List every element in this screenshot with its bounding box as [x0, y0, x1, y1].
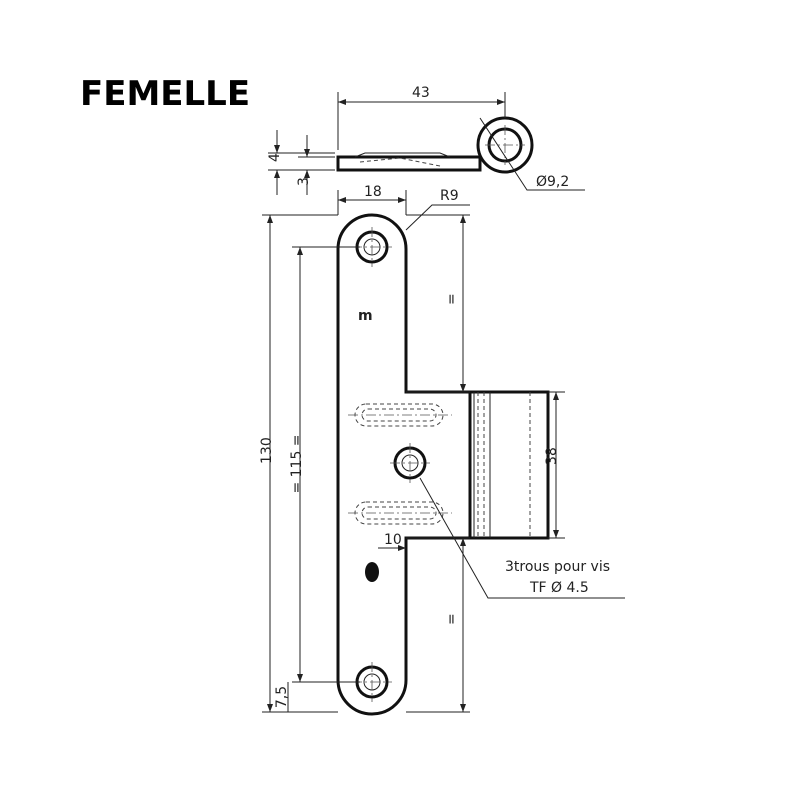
dimension-lines — [262, 190, 625, 713]
dim-4: 4 — [267, 153, 283, 162]
dim-3: 3 — [296, 177, 312, 186]
dim-r9: R9 — [440, 188, 459, 204]
dim-38: 38 — [544, 447, 560, 465]
dim-130: 130 — [259, 437, 275, 464]
front-view: m — [336, 213, 550, 716]
logo-mark — [365, 562, 379, 582]
note-line-2: TF Ø 4.5 — [529, 580, 589, 596]
dim-10: 10 — [384, 532, 402, 548]
dim-eye-diameter: Ø9,2 — [536, 174, 569, 190]
drawing-title: FEMELLE — [80, 74, 250, 114]
dim-18: 18 — [364, 184, 382, 200]
stamp-mark: m — [358, 308, 373, 324]
dim-115: = 115 = — [289, 434, 305, 493]
top-view — [268, 92, 585, 195]
dim-7-5: 7,5 — [274, 686, 290, 708]
dim-equal-top: = — [444, 293, 460, 305]
dim-43: 43 — [412, 85, 430, 101]
note-line-1: 3trous pour vis — [505, 559, 610, 575]
dim-equal-bottom: = — [444, 613, 460, 625]
